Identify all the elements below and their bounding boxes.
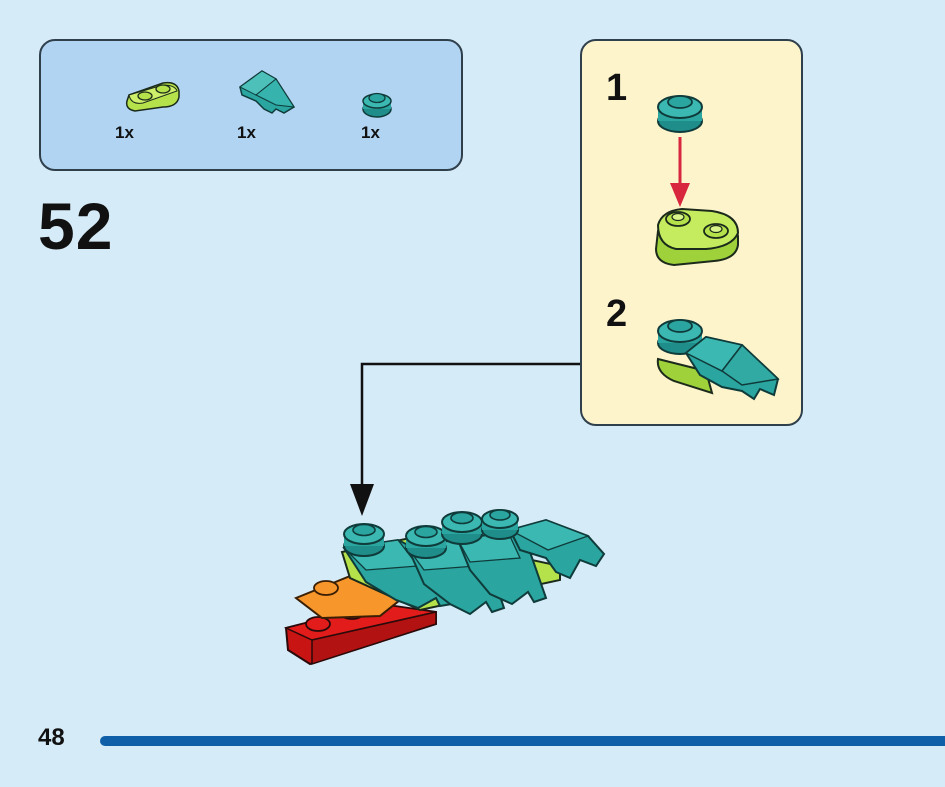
callout-connector-line [360,362,580,496]
lime-plate-1x2-icon [654,207,740,267]
substep-illustration [654,95,780,401]
lime-plate-1x2-icon [125,81,180,112]
part-quantity: 1x [237,123,256,142]
teal-wedge-icon [239,70,296,114]
callout-arrow-head [350,484,374,516]
teal-round-plate-icon [362,92,392,118]
teal-round-plate-icon [657,95,703,133]
main-model-icon [283,509,606,666]
assembled-submodel-icon [656,319,780,401]
part-lime-plate [113,77,193,113]
substep-box: 1 2 [580,39,803,426]
substep-number: 2 [606,293,628,335]
part-teal-round-plate [337,89,417,119]
page-number: 48 [38,724,65,751]
parts-list-box: 1x 1x 1x [39,39,463,171]
page-progress-bar [100,736,945,746]
step-number: 52 [38,189,114,263]
part-teal-wedge [225,69,305,119]
substep-number: 1 [606,67,628,109]
part-quantity: 1x [115,123,134,142]
part-quantity: 1x [361,123,380,142]
